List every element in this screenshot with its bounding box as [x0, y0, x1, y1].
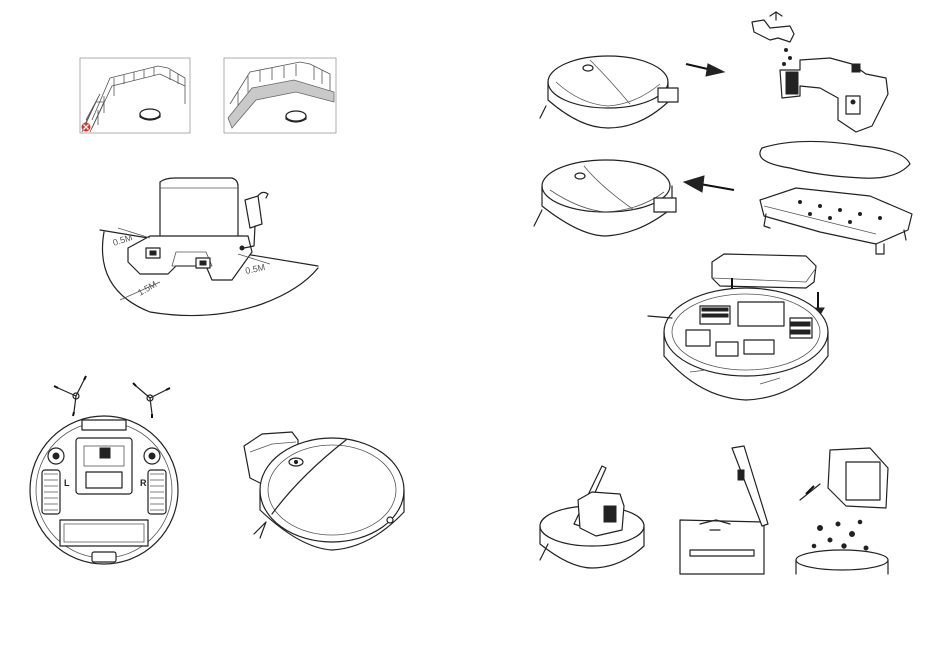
- robot-open-cover: [648, 254, 828, 400]
- barrier-panel-left: [80, 58, 190, 133]
- mop-install: [534, 141, 912, 254]
- distance-left-label: 0.5M: [112, 232, 134, 248]
- side-brush-right: [133, 383, 170, 418]
- dock-clearance-diagram: 0.5M 0.5M 1.5M: [100, 178, 318, 316]
- water-tank-removal: [540, 12, 888, 132]
- robot-bottom-view: L R: [30, 376, 178, 564]
- dustbin-removal: [540, 466, 644, 568]
- barrier-panel-right: [224, 58, 336, 133]
- robot-with-dock: [244, 432, 404, 550]
- distance-front-label: 1.5M: [136, 279, 158, 298]
- distance-right-label: 0.5M: [244, 262, 266, 276]
- dust-emptying: [796, 448, 888, 574]
- side-brush-left: [54, 376, 86, 416]
- brush-left-label: L: [64, 478, 70, 488]
- no-entry-icon: [82, 123, 91, 132]
- dustbin-open: [680, 446, 768, 574]
- brush-right-label: R: [140, 478, 147, 488]
